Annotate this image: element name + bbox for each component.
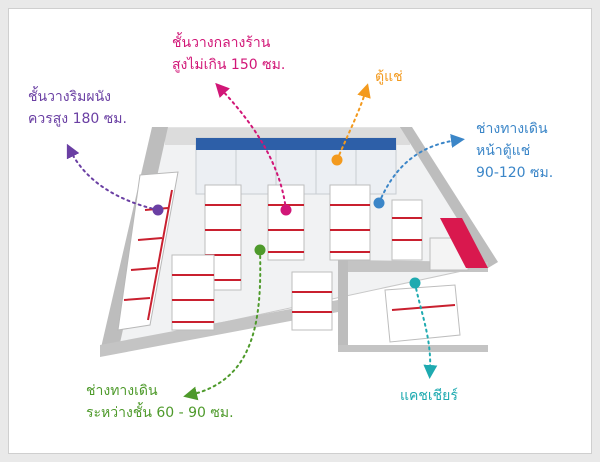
label-shelf-aisle-line2: ระหว่างชั้น 60 - 90 ซม. xyxy=(86,405,234,421)
label-cashier-line1: แคชเชียร์ xyxy=(400,388,458,404)
dot-fridge-aisle xyxy=(373,197,385,209)
label-shelf-aisle: ช่างทางเดิน ระหว่างชั้น 60 - 90 ซม. xyxy=(86,380,234,424)
label-shelf-aisle-line1: ช่างทางเดิน xyxy=(86,383,158,399)
dot-center-shelf xyxy=(280,204,292,216)
label-fridge-aisle-line2: หน้าตู้แช่ xyxy=(476,143,531,159)
label-center-shelf: ชั้นวางกลางร้าน สูงไม่เกิน 150 ซม. xyxy=(172,32,285,76)
dot-fridge xyxy=(331,154,343,166)
partition-wall xyxy=(338,255,348,350)
arrow-cashier xyxy=(414,282,438,379)
dot-wall-shelf xyxy=(152,204,164,216)
arrow-fridge xyxy=(336,83,371,161)
dot-cashier xyxy=(409,277,421,289)
dot-shelf-aisle xyxy=(254,244,266,256)
label-fridge-aisle-line3: 90-120 ซม. xyxy=(476,165,554,181)
right-wall xyxy=(400,127,498,268)
fridge-top-band xyxy=(196,138,396,150)
center-shelf-3 xyxy=(329,184,371,261)
label-wall-shelf: ชั้นวางริมผนัง ควรสูง 180 ซม. xyxy=(28,86,127,130)
label-center-shelf-line2: สูงไม่เกิน 150 ซม. xyxy=(172,57,286,73)
label-fridge-aisle-line1: ช่างทางเดิน xyxy=(476,121,548,137)
label-wall-shelf-line1: ชั้นวางริมผนัง xyxy=(28,89,111,105)
label-fridge-aisle: ช่างทางเดิน หน้าตู้แช่ 90-120 ซม. xyxy=(476,118,553,184)
front-wall-left xyxy=(100,300,338,357)
label-wall-shelf-line2: ควรสูง 180 ซม. xyxy=(28,111,127,127)
front-wall-bottom xyxy=(338,345,488,352)
center-shelf-2 xyxy=(267,184,305,261)
right-room-shelf xyxy=(391,199,423,261)
label-fridge-line1: ตู้แช่ xyxy=(375,69,403,85)
center-shelf-4 xyxy=(171,254,215,331)
arrow-shelf-aisle xyxy=(183,249,262,401)
center-shelf-5 xyxy=(291,271,333,331)
label-fridge: ตู้แช่ xyxy=(375,66,403,88)
arrow-fridge-aisle xyxy=(378,133,465,204)
label-center-shelf-line1: ชั้นวางกลางร้าน xyxy=(172,35,271,51)
arrow-wall-shelf xyxy=(66,143,159,211)
label-cashier: แคชเชียร์ xyxy=(400,385,458,407)
arrow-center-shelf xyxy=(215,82,287,211)
